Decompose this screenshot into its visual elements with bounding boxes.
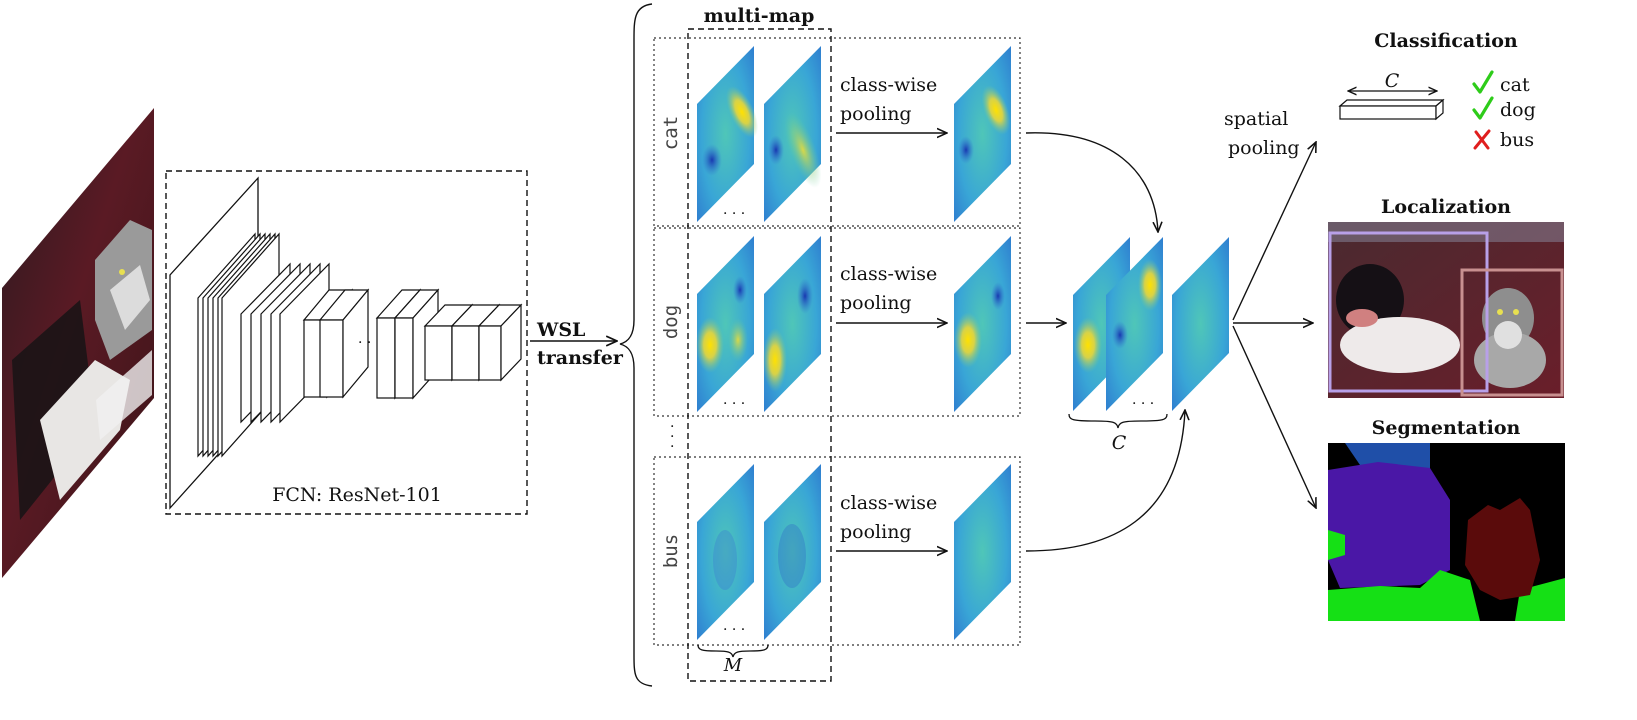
segmentation-output: Segmentation: [1328, 417, 1565, 621]
svg-text:spatial: spatial: [1224, 108, 1288, 130]
result-bus: bus: [1473, 129, 1534, 151]
svg-text:·: ·: [670, 439, 674, 455]
localization-title: Localization: [1381, 196, 1511, 218]
stack-map-2: [1106, 237, 1163, 411]
bbox-dog: [1328, 231, 1489, 393]
svg-text:· · ·: · · ·: [723, 206, 745, 222]
fcn-resnet-block: · · · FCN: ResNet-101: [165, 170, 528, 515]
stack-map-3: [1172, 237, 1229, 411]
input-image: [2, 108, 154, 578]
bbox-cat: [1460, 268, 1564, 397]
svg-text:cat: cat: [1500, 74, 1530, 96]
pooled-map-dog: [954, 236, 1011, 412]
result-dog: dog: [1472, 96, 1536, 121]
svg-text:class-wise: class-wise: [840, 492, 937, 514]
heatmap-bus-2: [764, 464, 821, 640]
multimap-label: multi-map: [704, 5, 815, 27]
heatmap-dog-1: [696, 236, 754, 412]
classification-output: Classification C cat dog bus: [1338, 30, 1536, 151]
m-brace: [697, 644, 769, 658]
heatmap-cat-1: [697, 46, 759, 222]
svg-text:·: ·: [670, 429, 674, 445]
multimap-section: multi-map · · · cat dog bus · · ·: [653, 5, 1021, 682]
heatmap-cat-2: [764, 46, 822, 222]
localization-output: Localization: [1328, 196, 1564, 398]
row-label-bus: bus: [660, 534, 682, 568]
wsl-label-1: WSL: [536, 319, 585, 341]
c-label-vector: C: [1385, 70, 1400, 92]
svg-text:class-wise: class-wise: [840, 74, 937, 96]
svg-text:· · ·: · · ·: [723, 396, 745, 412]
wsl-label-2: transfer: [537, 347, 624, 369]
svg-text:· · ·: · · ·: [723, 622, 745, 638]
wsl-transfer: WSL transfer: [530, 319, 624, 369]
classification-title: Classification: [1374, 30, 1518, 52]
svg-text:pooling: pooling: [840, 103, 912, 125]
result-cat: cat: [1472, 70, 1530, 96]
row-label-dog: dog: [660, 305, 682, 339]
svg-text:pooling: pooling: [840, 521, 912, 543]
pooled-map-bus: [954, 464, 1011, 640]
check-icon: [1472, 96, 1494, 120]
left-brace: [619, 3, 653, 687]
m-label: M: [723, 655, 743, 676]
cross-icon: [1473, 129, 1491, 150]
row-label-cat: cat: [660, 116, 682, 150]
svg-text:· · ·: · · ·: [358, 335, 380, 351]
heatmap-bus-1: [697, 464, 754, 640]
svg-text:pooling: pooling: [1228, 137, 1300, 159]
c-label-stack: C: [1112, 432, 1127, 454]
svg-text:· · ·: · · ·: [1132, 396, 1154, 412]
fcn-label: FCN: ResNet-101: [272, 484, 442, 506]
heatmap-dog-2: [763, 236, 821, 412]
svg-text:dog: dog: [1500, 99, 1536, 121]
class-maps-stack: · · · C: [1025, 132, 1229, 552]
pooled-map-cat: [954, 46, 1011, 222]
output-arrows: spatial pooling: [1224, 108, 1316, 508]
check-icon: [1472, 70, 1494, 94]
svg-text:pooling: pooling: [840, 292, 912, 314]
svg-text:·: ·: [670, 419, 674, 435]
svg-text:class-wise: class-wise: [840, 263, 937, 285]
svg-text:bus: bus: [1500, 129, 1534, 151]
segmentation-title: Segmentation: [1372, 417, 1521, 439]
c-brace: [1068, 413, 1168, 429]
